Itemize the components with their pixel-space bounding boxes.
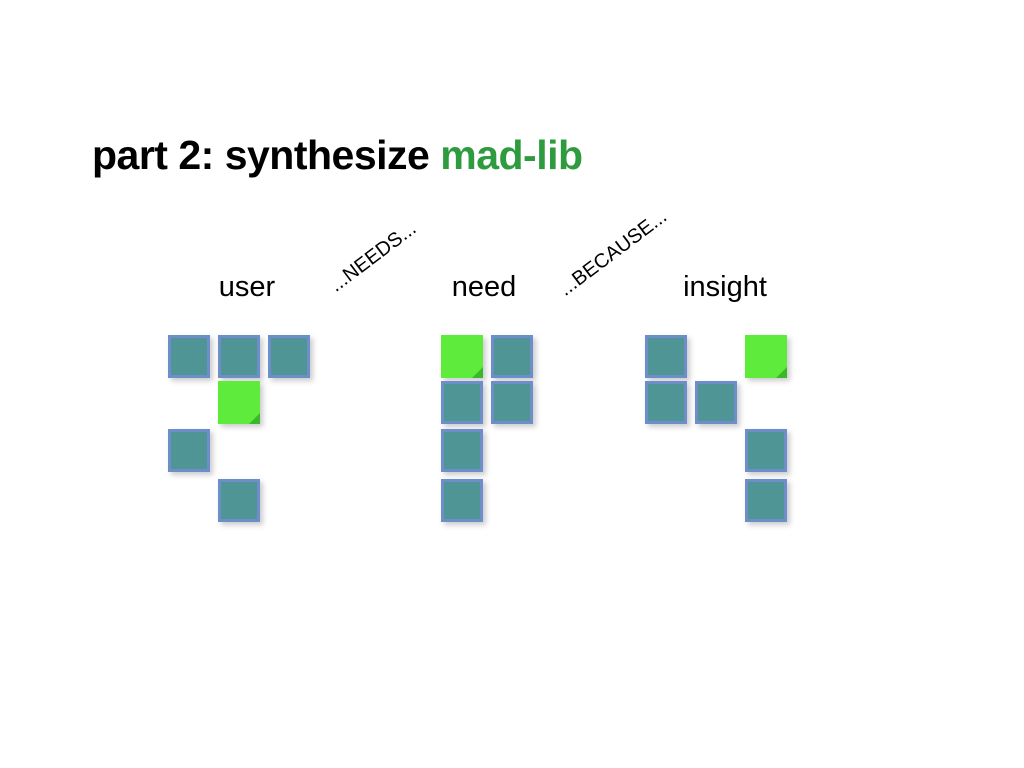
sticky-note-teal[interactable] (491, 335, 533, 378)
note-cell (168, 429, 210, 476)
note-cell (168, 335, 210, 378)
sticky-note-teal[interactable] (695, 381, 737, 424)
sticky-note-teal[interactable] (645, 335, 687, 378)
sticky-note-teal[interactable] (491, 381, 533, 424)
page-title-accent: mad-lib (440, 132, 583, 179)
note-cell (268, 479, 310, 524)
column-label-need: need (451, 271, 517, 303)
sticky-note-teal[interactable] (168, 429, 210, 472)
sticky-note-teal[interactable] (441, 479, 483, 522)
note-cell (745, 479, 787, 524)
sticky-note-teal[interactable] (218, 335, 260, 378)
sticky-note-green[interactable] (745, 335, 787, 378)
note-cell (541, 381, 583, 426)
note-cell (491, 381, 533, 426)
note-cell (168, 479, 210, 524)
note-cell (645, 429, 687, 476)
note-grid-insight (645, 335, 787, 524)
column-label-user: user (218, 271, 276, 303)
note-cell (695, 479, 737, 524)
sticky-note-teal[interactable] (168, 335, 210, 378)
sticky-note-teal[interactable] (218, 479, 260, 522)
sticky-note-green[interactable] (441, 335, 483, 378)
note-grid-need (441, 335, 583, 524)
note-cell (745, 429, 787, 476)
page-title-main: part 2: synthesize (92, 132, 430, 179)
sticky-note-teal[interactable] (441, 429, 483, 472)
note-cell (491, 479, 533, 524)
page-title: part 2: synthesize mad-lib (92, 135, 583, 176)
connector-label-needs: ...NEEDS... (325, 217, 421, 297)
note-cell (695, 381, 737, 426)
note-cell (268, 429, 310, 476)
sticky-note-teal[interactable] (441, 381, 483, 424)
note-cell (218, 429, 260, 476)
note-cell (441, 479, 483, 524)
sticky-note-teal[interactable] (745, 429, 787, 472)
note-cell (541, 479, 583, 524)
note-cell (491, 429, 533, 476)
connector-label-because: ...BECAUSE... (554, 205, 672, 301)
note-cell (268, 381, 310, 426)
sticky-note-teal[interactable] (745, 479, 787, 522)
note-cell (645, 479, 687, 524)
note-cell (218, 335, 260, 378)
note-cell (541, 335, 583, 378)
note-cell (695, 335, 737, 378)
note-cell (268, 335, 310, 378)
note-cell (491, 335, 533, 378)
note-grid-user (168, 335, 310, 524)
note-cell (695, 429, 737, 476)
column-label-insight: insight (683, 271, 767, 303)
sticky-note-green[interactable] (218, 381, 260, 424)
note-cell (645, 335, 687, 378)
sticky-note-teal[interactable] (645, 381, 687, 424)
note-cell (441, 335, 483, 378)
note-cell (218, 479, 260, 524)
sticky-note-teal[interactable] (268, 335, 310, 378)
note-cell (168, 381, 210, 426)
note-cell (645, 381, 687, 426)
note-cell (441, 381, 483, 426)
note-cell (541, 429, 583, 476)
note-cell (441, 429, 483, 476)
note-cell (745, 381, 787, 426)
note-cell (745, 335, 787, 378)
note-cell (218, 381, 260, 426)
